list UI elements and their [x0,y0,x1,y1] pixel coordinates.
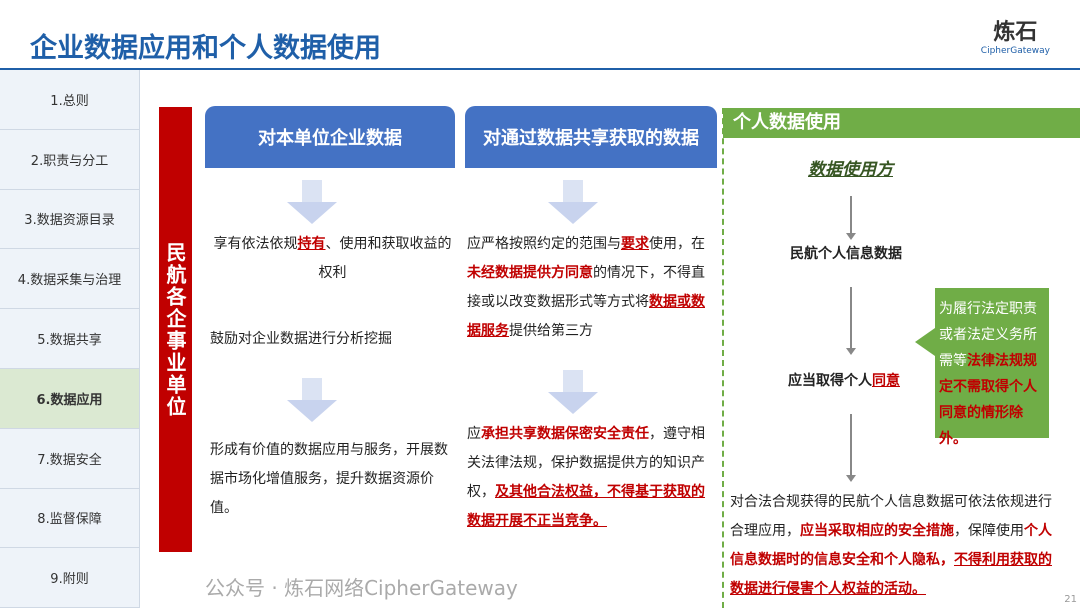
col1-para3: 形成有价值的数据应用与服务，开展数据市场化增值服务，提升数据资源价值。 [210,442,448,516]
logo-en: CipherGateway [980,46,1050,56]
text: 为履行法定职责或者法定义务所需等 [939,301,1037,369]
arrow-line [846,287,856,355]
title-divider [0,68,1080,70]
col2-para1: 应严格按照约定的范围与要求使用，在未经数据提供方同意的情况下，不得直接或以改变数… [467,230,717,346]
sidebar-item-supervision[interactable]: 8.监督保障 [0,488,139,549]
sidebar-item-sharing[interactable]: 5.数据共享 [0,309,139,369]
logo: 炼石 CipherGateway [981,14,1050,56]
col2-para2: 应承担共享数据保密安全责任，遵守相关法律法规，保护数据提供方的知识产权，及其他合… [467,420,717,536]
sidebar-item-security[interactable]: 7.数据安全 [0,428,139,489]
data-user-label: 数据使用方 [808,160,893,180]
logo-cn: 炼石 [993,20,1038,45]
column-divider [722,108,724,608]
highlight: 承担共享数据保密安全责任 [481,426,649,442]
sidebar-item-general[interactable]: 1.总则 [0,70,139,130]
subject-label: 民航各企事业单位 [159,107,192,552]
sidebar-item-collection[interactable]: 4.数据采集与治理 [0,249,139,310]
text: ，保障使用 [954,523,1024,539]
sidebar-nav: 1.总则 2.职责与分工 3.数据资源目录 4.数据采集与治理 5.数据共享 6… [0,70,140,608]
highlight: 未经数据提供方同意 [467,265,593,281]
col1-para2: 鼓励对企业数据进行分析挖掘 [210,331,392,347]
highlight: 及其他合法权益，不得基于获取的数据开展不正当竞争。 [467,484,705,529]
down-arrow-icon [287,378,337,423]
sidebar-item-responsibilities[interactable]: 2.职责与分工 [0,129,139,190]
highlight: 个人信息数据时的信息安全和个人隐私， [730,523,1052,568]
text: 对合法合规获得的民航个人信息数据可依法依规进行合理应用， [730,494,1052,539]
text: 的情况下，不得直接或以改变数据形式等方式将 [467,265,705,310]
text: 提供给第三方 [509,323,593,339]
text: 、使用和获取收益的权利 [318,236,452,281]
highlight: 法律法规规定不需取得个人同意的情形除外。 [939,353,1037,447]
page-title: 企业数据应用和个人数据使用 [30,33,381,64]
col3-header: 个人数据使用 [723,108,1080,138]
text: 享有依法依规 [213,236,298,252]
arrow-line [846,196,856,240]
highlight: 持有 [297,236,326,252]
watermark: 公众号 · 炼石网络CipherGateway [205,576,518,600]
highlight: 数据或数据服务 [467,294,705,339]
highlight: 要求 [621,236,649,252]
highlight: 不得利用获取的数据进行侵害个人权益的活动。 [730,552,1052,597]
text: 使用，在 [649,236,705,252]
col1-para1: 享有依法依规持有、使用和获取收益的权利 [210,230,455,288]
step-consent: 应当取得个人同意 [788,367,900,396]
col2-header: 对通过数据共享获取的数据 [465,106,717,168]
text: 应严格按照约定的范围与 [467,236,621,252]
sidebar-item-catalog[interactable]: 3.数据资源目录 [0,189,139,250]
highlight: 同意 [872,373,900,389]
sidebar-item-application[interactable]: 6.数据应用 [0,368,139,429]
text: 应 [467,426,481,442]
highlight: 应当采取相应的安全措施 [800,523,954,539]
down-arrow-icon [287,180,337,225]
text: ，遵守相关法律法规，保护数据提供方的知识产权， [467,426,705,500]
arrow-line [846,414,856,482]
down-arrow-icon [548,370,598,415]
page-number: 21 [1064,594,1077,605]
step-personal-data: 民航个人信息数据 [790,246,902,262]
col1-header: 对本单位企业数据 [205,106,455,168]
down-arrow-icon [548,180,598,225]
col3-para: 对合法合规获得的民航个人信息数据可依法依规进行合理应用，应当采取相应的安全措施，… [730,488,1058,604]
exception-callout: 为履行法定职责或者法定义务所需等法律法规规定不需取得个人同意的情形除外。 [915,288,1049,447]
text: 应当取得个人 [788,373,872,389]
sidebar-item-appendix[interactable]: 9.附则 [0,548,139,608]
